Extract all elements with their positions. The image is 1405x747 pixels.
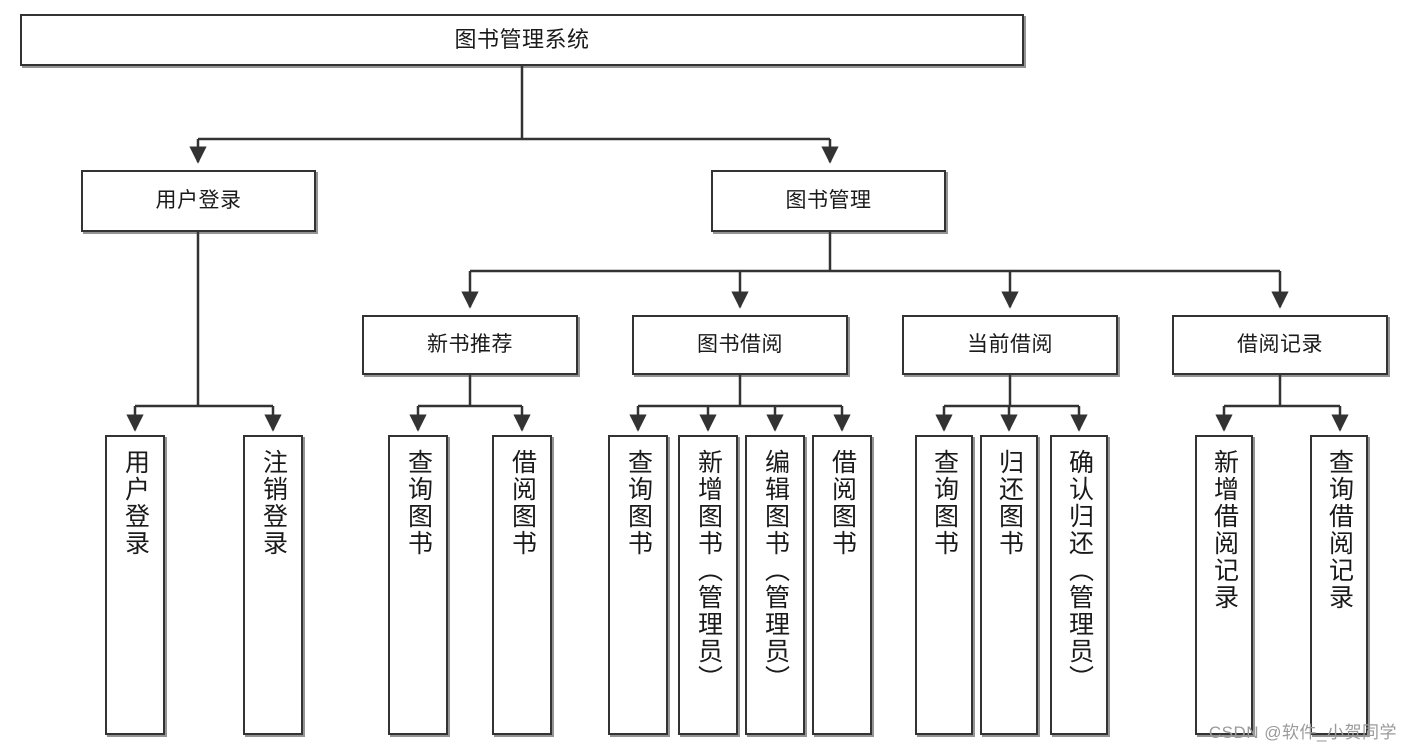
node-label: 当前借阅 — [967, 332, 1053, 356]
node-leaf-add-borrow-record[interactable]: 新增借阅记录 — [1195, 435, 1253, 735]
csdn-watermark: CSDN @软件_小贺同学 — [1208, 723, 1397, 742]
node-new-book-recommend[interactable]: 新书推荐 — [362, 315, 578, 375]
node-label: 图书管理 — [785, 188, 872, 212]
node-label: 用户登录 — [121, 449, 150, 557]
node-leaf-return-book[interactable]: 归还图书 — [980, 435, 1038, 735]
node-book-management[interactable]: 图书管理 — [711, 170, 946, 232]
node-root-system[interactable]: 图书管理系统 — [20, 14, 1024, 66]
node-leaf-confirm-return[interactable]: 确认归还（管理员） — [1050, 435, 1108, 735]
node-user-login[interactable]: 用户登录 — [81, 170, 316, 232]
node-leaf-logout-login[interactable]: 注销登录 — [243, 435, 303, 735]
node-leaf-query-book-3[interactable]: 查询图书 — [915, 435, 973, 735]
node-label: 借阅图书 — [508, 449, 537, 557]
node-leaf-query-borrow-record[interactable]: 查询借阅记录 — [1310, 435, 1368, 735]
node-label: 确认归还（管理员） — [1065, 449, 1094, 692]
node-label: 新增图书（管理员） — [694, 449, 723, 692]
node-label: 用户登录 — [155, 188, 242, 212]
node-label: 新增借阅记录 — [1210, 449, 1239, 611]
node-leaf-edit-book[interactable]: 编辑图书（管理员） — [745, 435, 805, 735]
node-label: 借阅图书 — [828, 449, 857, 557]
node-label: 借阅记录 — [1237, 332, 1323, 356]
node-label: 图书借阅 — [697, 332, 783, 356]
node-label: 查询图书 — [624, 449, 653, 557]
node-label: 编辑图书（管理员） — [761, 449, 790, 692]
node-current-borrow[interactable]: 当前借阅 — [902, 315, 1118, 375]
node-leaf-borrow-book-2[interactable]: 借阅图书 — [812, 435, 872, 735]
node-label: 新书推荐 — [427, 332, 513, 356]
node-leaf-query-book-2[interactable]: 查询图书 — [608, 435, 668, 735]
node-label: 注销登录 — [259, 449, 288, 557]
node-leaf-query-book-1[interactable]: 查询图书 — [388, 435, 448, 735]
node-label: 查询借阅记录 — [1325, 449, 1354, 611]
node-borrow-record[interactable]: 借阅记录 — [1172, 315, 1388, 375]
node-leaf-borrow-book-1[interactable]: 借阅图书 — [492, 435, 552, 735]
node-leaf-user-login[interactable]: 用户登录 — [105, 435, 165, 735]
node-leaf-add-book[interactable]: 新增图书（管理员） — [678, 435, 738, 735]
node-label: 查询图书 — [930, 449, 959, 557]
node-label: 查询图书 — [404, 449, 433, 557]
node-book-borrow[interactable]: 图书借阅 — [632, 315, 848, 375]
node-label: 图书管理系统 — [454, 27, 590, 53]
node-label: 归还图书 — [995, 449, 1024, 557]
